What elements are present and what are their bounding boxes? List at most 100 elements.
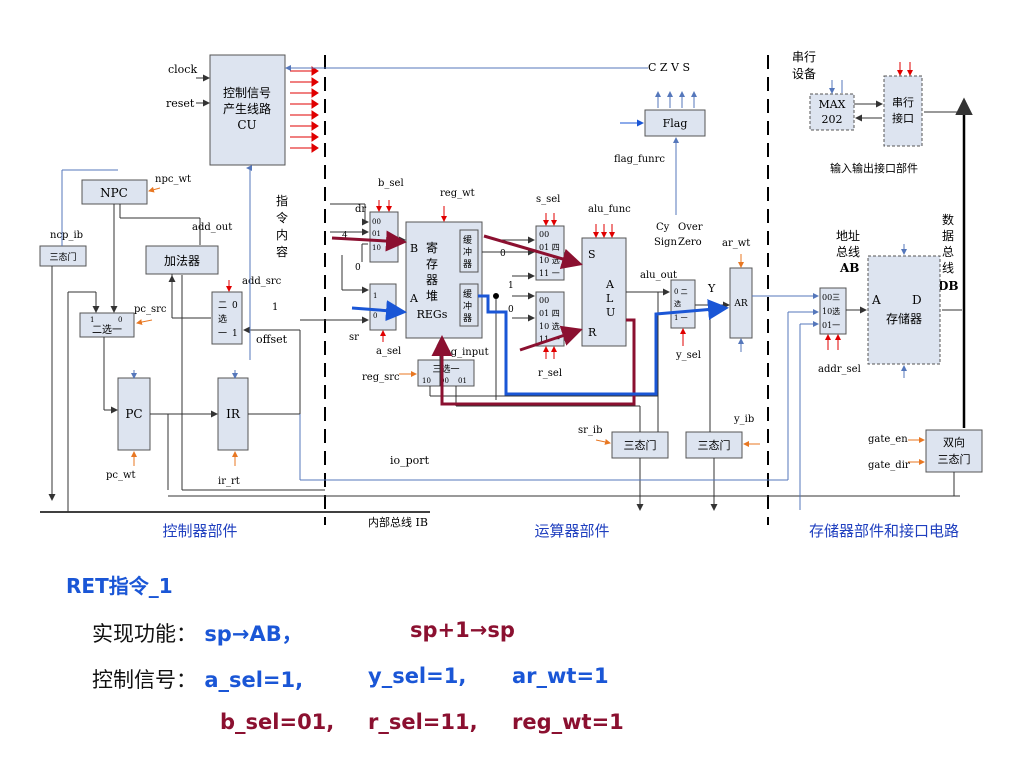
cu-label-3: CU: [237, 118, 256, 132]
over-label: Over: [678, 222, 703, 233]
reg-input-mux-label: 三选一: [432, 363, 459, 375]
ret-title: RET指令_1: [66, 574, 173, 598]
alu-a: A: [605, 278, 615, 291]
tri-gate-y-ib: [685, 431, 743, 459]
buf1-c2: 冲: [463, 246, 472, 258]
ir-rt-label: ir_rt: [218, 476, 240, 487]
io-port-label: io_port: [390, 454, 430, 467]
add-mux-c2: 选: [218, 313, 227, 325]
addr-mux-00: 00三: [822, 293, 840, 302]
regs-label-5: REGs: [417, 308, 448, 321]
rmux-10: 10 选: [539, 321, 560, 331]
zero-into-r: 0: [508, 305, 514, 315]
pc-mux-0: 0: [118, 316, 122, 324]
address-bus-2: 总线: [836, 245, 860, 259]
sr-ib-label: sr_ib: [578, 425, 603, 436]
control-row-1: 控制信号： a_sel=1,: [92, 664, 303, 694]
pc-wt-label: pc_wt: [106, 470, 136, 481]
four-label: 4: [342, 231, 348, 241]
alu-func-label: alu_func: [588, 204, 631, 215]
s-sel-label: s_sel: [536, 194, 560, 205]
pc-label: PC: [125, 407, 142, 421]
ymux-mid: 选: [674, 299, 681, 308]
alu-r: R: [588, 326, 597, 339]
bmux-01: 01: [372, 230, 381, 238]
amux-1: 1: [373, 292, 377, 300]
alu-out-label: alu_out: [640, 270, 677, 281]
add-src-label: add_src: [242, 276, 282, 287]
buf1-c1: 缓: [463, 234, 472, 246]
ymux-1: 1 一: [674, 314, 688, 322]
smux-10: 10 选: [539, 255, 560, 265]
regs-label-2: 存: [426, 257, 438, 271]
add-mux-zero: 0: [232, 301, 238, 311]
r-sel-label: r_sel: [538, 368, 562, 379]
add-mux-one: 1: [232, 329, 238, 339]
cu-label-1: 控制信号: [223, 86, 271, 100]
adder-block: [145, 245, 219, 275]
y-ib-label: y_ib: [733, 414, 754, 425]
regs-port-b: B: [410, 242, 418, 255]
smux-00: 00: [539, 230, 549, 239]
ar-wt-label: ar_wt: [722, 238, 750, 249]
pc-mux: [79, 312, 135, 338]
regs-label-4: 堆: [426, 289, 438, 303]
rim-10: 10: [422, 377, 431, 385]
addr-sel-label: addr_sel: [818, 364, 861, 375]
section-storage: 存储器部件和接口电路: [809, 522, 959, 540]
gate-dir-label: gate_dir: [868, 460, 910, 471]
zero-label: 0: [355, 263, 361, 273]
serial-device-1: 串行: [792, 50, 816, 64]
serial-if-1: 串行: [892, 96, 914, 109]
data-bus-4: 线: [942, 261, 954, 275]
signal-reg-wt: reg_wt=1: [512, 710, 624, 734]
bidir-label-2: 三态门: [938, 452, 971, 466]
regs-label-1: 寄: [426, 240, 438, 255]
signal-a-sel: a_sel=1,: [204, 668, 304, 692]
zero-into-s: 0: [500, 249, 506, 259]
a-sel-mux: [369, 283, 397, 331]
address-bus-3: AB: [839, 261, 859, 275]
tri-gate-sr-ib: [611, 431, 669, 459]
buf2-c1: 缓: [463, 288, 472, 300]
regs-port-a: A: [409, 292, 419, 305]
max-label-1: MAX: [818, 98, 845, 111]
buf2-c3: 器: [463, 313, 472, 324]
cu-block: [209, 54, 286, 166]
instruction-notes: RET指令_1 实现功能： sp→AB， sp+1→sp 控制信号： a_sel…: [0, 560, 1024, 760]
data-bus-2: 据: [942, 229, 954, 243]
cy-label: Cy: [656, 222, 670, 233]
y-label: Y: [707, 282, 716, 295]
czvs-label: C Z V S: [648, 61, 690, 74]
max202-block: [809, 93, 855, 131]
sign-label: Sign: [654, 237, 677, 248]
one-const: 1: [272, 302, 278, 313]
adder-label: 加法器: [164, 254, 200, 268]
add-mux-c3: 一: [218, 329, 227, 339]
reg-wt-label: reg_wt: [440, 188, 475, 199]
tri-gate-left: [39, 245, 87, 267]
regs-label-3: 器: [426, 273, 438, 287]
signal-b-sel: b_sel=01,: [220, 710, 335, 734]
smux-11: 11 一: [539, 269, 560, 278]
pc-mux-1: 1: [90, 316, 94, 324]
buf1-c3: 器: [463, 259, 472, 270]
flag-funrc-label: flag_funrc: [614, 154, 665, 165]
pc-mux-label: 二选一: [92, 323, 122, 336]
alu-l: L: [606, 292, 614, 305]
ret-active-paths: [331, 230, 729, 406]
rim-00: 00: [440, 377, 449, 385]
section-controller: 控制器部件: [162, 522, 237, 540]
rmux-01: 01 四: [539, 309, 560, 318]
serial-interface-block: [883, 75, 923, 147]
instr-content-1: 指: [276, 193, 288, 208]
addr-mux-10: 10选: [822, 306, 840, 316]
buf2-c2: 冲: [463, 300, 472, 312]
instr-content-4: 容: [276, 244, 288, 259]
a-sel-label: a_sel: [376, 346, 401, 357]
add-mux-c1: 二: [218, 301, 227, 311]
signal-y-sel: y_sel=1,: [368, 664, 467, 688]
control-label: 控制信号：: [92, 668, 197, 692]
function-sp-ab: sp→AB，: [204, 622, 303, 646]
tri-gate-left-label: 三态门: [49, 251, 76, 263]
